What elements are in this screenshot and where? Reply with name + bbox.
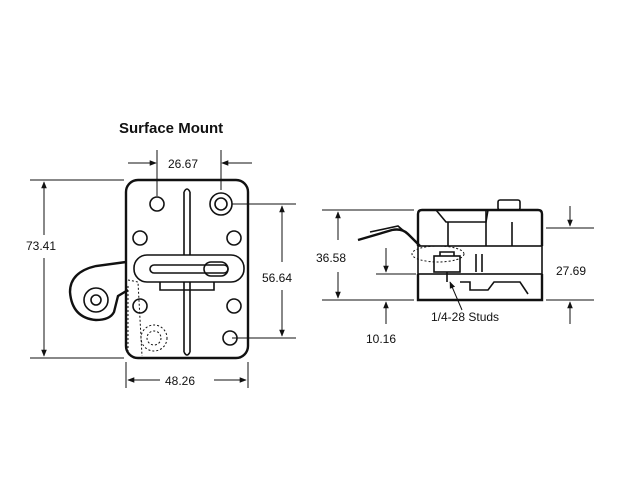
side-base-detail bbox=[460, 281, 529, 295]
dim-26-67: 26.67 bbox=[168, 157, 198, 171]
side-upper-body bbox=[416, 208, 544, 246]
rivet-left-lower bbox=[132, 298, 148, 314]
studs-leader bbox=[449, 281, 463, 311]
dim-48-26: 48.26 bbox=[165, 374, 195, 388]
mount-hole-top-left bbox=[149, 196, 165, 212]
side-stud-marks bbox=[475, 254, 483, 272]
side-stud-post bbox=[439, 251, 455, 282]
drawing-title: Surface Mount bbox=[119, 120, 223, 137]
lever-knob bbox=[203, 261, 229, 277]
studs-callout: 1/4-28 Studs bbox=[431, 310, 499, 324]
side-ridges bbox=[447, 210, 513, 246]
bracket-hole-outer bbox=[83, 287, 109, 313]
side-bracket-lip bbox=[369, 225, 413, 239]
side-base bbox=[416, 274, 544, 302]
reset-button bbox=[497, 199, 521, 211]
front-body-outline bbox=[124, 178, 250, 360]
rivet-right-upper bbox=[226, 230, 242, 246]
dim-27-69: 27.69 bbox=[556, 264, 586, 278]
hidden-edges bbox=[127, 279, 143, 357]
lever-guide bbox=[159, 282, 215, 291]
hidden-stud-bottom bbox=[140, 324, 168, 352]
rivet-right-lower bbox=[226, 298, 242, 314]
dim-10-16: 10.16 bbox=[366, 332, 396, 346]
side-stud-nut bbox=[433, 255, 461, 273]
side-bracket bbox=[68, 260, 129, 322]
hidden-stud-side bbox=[411, 245, 465, 263]
stud-top-right-inner bbox=[214, 197, 228, 211]
side-top-notch bbox=[435, 209, 489, 223]
stud-top-right bbox=[209, 192, 233, 216]
hidden-stud-bottom-inner bbox=[146, 330, 162, 346]
rivet-left-upper bbox=[132, 230, 148, 246]
side-view: 36.58 27.69 10.16 1/4-28 Studs bbox=[316, 199, 594, 346]
front-view: 26.67 73.41 56.64 48.26 bbox=[26, 150, 296, 388]
dim-56-64: 56.64 bbox=[262, 271, 292, 285]
side-mid-body bbox=[417, 245, 543, 275]
dim-73-41: 73.41 bbox=[26, 239, 56, 253]
dim-36-58: 36.58 bbox=[316, 251, 346, 265]
bracket-hole-inner bbox=[90, 294, 102, 306]
